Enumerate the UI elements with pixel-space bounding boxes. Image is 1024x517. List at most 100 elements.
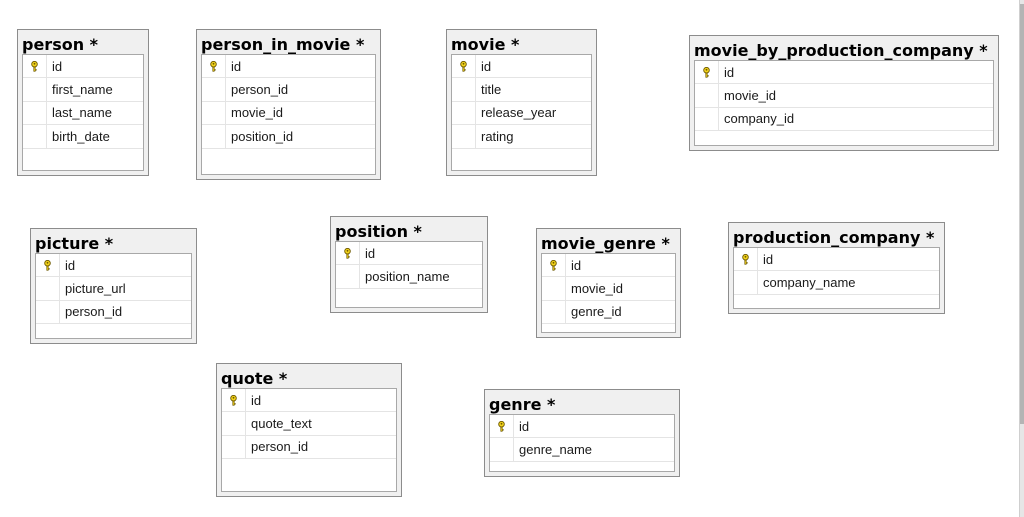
scrollbar-thumb[interactable] [1020,4,1024,424]
table-quote[interactable]: quote *id quote_text person_id [216,363,402,497]
row-selector[interactable] [23,78,47,101]
column-row[interactable]: id [734,248,939,272]
row-selector[interactable] [36,254,60,277]
column-row[interactable]: release_year [452,101,591,126]
row-selector[interactable] [336,242,360,265]
column-row[interactable]: id [336,242,482,266]
row-selector[interactable] [36,300,60,324]
row-selector[interactable] [542,277,566,300]
row-selector[interactable] [542,300,566,324]
row-selector[interactable] [734,248,758,271]
column-row[interactable]: position_name [336,265,482,289]
column-name: movie_id [231,105,284,121]
row-selector[interactable] [452,78,476,101]
column-name: quote_text [251,416,312,432]
row-selector[interactable] [222,435,246,459]
row-selector[interactable] [23,55,47,78]
row-selector[interactable] [23,101,47,125]
row-selector[interactable] [734,271,758,294]
table-title[interactable]: person_in_movie * [201,35,365,54]
column-row[interactable]: company_name [734,271,939,295]
column-row[interactable]: quote_text [222,412,396,436]
row-selector[interactable] [695,107,719,131]
column-grid: id quote_text person_id [221,388,397,492]
column-name: rating [481,128,514,144]
row-selector[interactable] [452,55,476,78]
key-icon [343,247,352,259]
column-name: person_id [231,82,289,98]
column-row[interactable]: genre_name [490,438,674,462]
column-row[interactable]: company_id [695,107,993,132]
column-row[interactable]: title [452,78,591,102]
column-row[interactable]: position_id [202,125,375,149]
column-row[interactable]: id [490,415,674,439]
column-name: movie_id [724,88,777,104]
table-title[interactable]: position * [335,222,422,241]
row-selector[interactable] [23,125,47,148]
table-title[interactable]: movie_by_production_company * [694,41,988,60]
table-title[interactable]: movie * [451,35,520,54]
row-selector[interactable] [36,277,60,300]
row-selector[interactable] [202,55,226,78]
row-selector[interactable] [490,415,514,438]
column-row[interactable]: id [36,254,191,278]
row-selector[interactable] [490,438,514,461]
column-row[interactable]: rating [452,125,591,149]
row-selector[interactable] [202,101,226,125]
column-row[interactable]: first_name [23,78,143,102]
row-selector[interactable] [336,265,360,288]
row-selector[interactable] [695,61,719,84]
column-row[interactable]: birth_date [23,125,143,149]
table-title[interactable]: quote * [221,369,288,388]
column-row[interactable]: person_id [36,300,191,325]
column-row[interactable]: id [222,389,396,413]
column-row[interactable]: id [23,55,143,79]
table-title[interactable]: genre * [489,395,556,414]
table-title[interactable]: person * [22,35,99,54]
table-title[interactable]: picture * [35,234,114,253]
row-selector[interactable] [222,389,246,412]
row-selector[interactable] [452,125,476,148]
column-row[interactable]: person_id [222,435,396,460]
column-row[interactable]: id [202,55,375,79]
key-icon [30,60,39,72]
column-row[interactable]: person_id [202,78,375,102]
column-row[interactable]: id [542,254,675,278]
row-selector[interactable] [542,254,566,277]
table-title[interactable]: production_company * [733,228,935,247]
column-row[interactable]: movie_id [695,84,993,108]
column-row[interactable]: last_name [23,101,143,126]
column-name: id [65,257,76,273]
column-row[interactable]: id [452,55,591,79]
column-name: title [481,82,502,98]
table-title[interactable]: movie_genre * [541,234,670,253]
column-name: company_id [724,111,795,127]
row-selector[interactable] [452,101,476,125]
row-selector[interactable] [695,84,719,107]
column-row[interactable]: genre_id [542,300,675,325]
key-icon [549,259,558,271]
key-icon [741,253,750,265]
column-row[interactable]: picture_url [36,277,191,301]
vertical-scrollbar[interactable] [1019,0,1024,517]
row-selector[interactable] [202,125,226,148]
key-icon [209,60,218,72]
key-icon [229,394,238,406]
row-selector[interactable] [202,78,226,101]
row-selector[interactable] [222,412,246,435]
column-row[interactable]: id [695,61,993,85]
column-row[interactable]: movie_id [542,277,675,301]
column-row[interactable]: movie_id [202,101,375,126]
